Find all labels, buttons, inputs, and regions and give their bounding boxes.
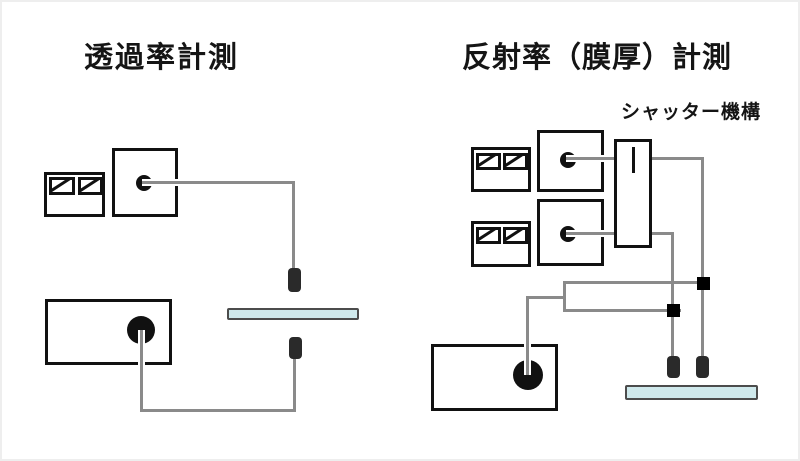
sample-glass-plate [227,308,359,320]
lamp2-to-shutter-wire [608,232,614,235]
sample-film-plate [625,385,758,400]
shutter-out-top-wire [652,157,704,160]
meter-needle-icon [506,230,525,241]
reflectance-probe [696,356,709,378]
fiber-connector [667,304,680,317]
meter-needle-icon [52,180,72,192]
meter-needle-icon [81,180,100,192]
meter-dial-icon [503,227,528,244]
lamp1-port-wire-notch [566,155,608,162]
right-drop-wire [701,157,704,356]
source-fiber-vertical-wire [292,181,295,268]
meter-dial-icon [476,153,501,170]
spectrometer-fiber-horizontal-wire [526,296,565,299]
left-drop-wire [671,232,674,356]
fiber-connector [697,277,710,290]
source-fiber-horizontal-wire [184,181,295,184]
meter-needle-icon [506,156,525,167]
meter-dial-icon [78,177,103,195]
transmittance-title: 透過率計測 [84,42,240,74]
shutter-mechanism-label: シャッター機構 [621,102,762,123]
meter-dial-icon [476,227,501,244]
spectrometer-port-wire-notch [138,330,145,370]
reflectance-title: 反射率（膜厚）計測 [462,42,733,74]
shutter-out-bottom-wire [652,232,674,235]
coupler-junction-wire [563,281,566,312]
meter-panel-box [471,147,531,192]
detector-fiber-riser-wire [140,368,143,412]
shutter-mechanism-box [614,139,652,248]
lamp1-to-shutter-wire [608,157,614,160]
coupler-top-branch-wire [563,281,704,284]
spectrometer-fiber-vertical-wire [526,296,529,340]
meter-dial-icon [49,177,75,195]
meter-needle-icon [479,156,498,167]
upper-fiber-probe [288,268,301,292]
lower-fiber-probe [289,337,302,359]
meter-needle-icon [479,230,498,241]
meter-panel-box [471,221,531,267]
shutter-blade-icon [632,147,635,173]
source-port-wire-notch [142,179,184,186]
reflectance-probe [667,356,680,378]
coupler-bottom-branch-wire [563,309,681,312]
detector-fiber-horizontal-wire [140,409,296,412]
meter-panel-box [44,172,105,217]
detector-fiber-vertical-wire [293,357,296,411]
spectrometer-port-wire-notch [524,338,531,375]
lamp2-port-wire-notch [566,230,608,237]
meter-dial-icon [503,153,528,170]
